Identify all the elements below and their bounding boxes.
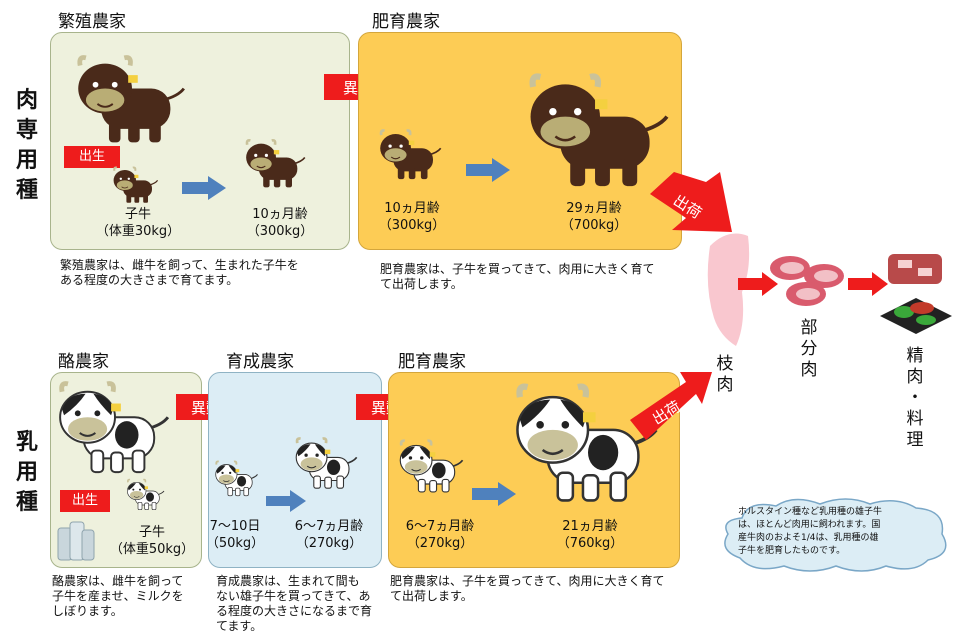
beef-10-month-label: 10ヵ月齢 （300kg） (246, 207, 314, 239)
blue-arrow-icon (466, 158, 510, 182)
carcass-label: 枝 肉 (716, 354, 734, 395)
rearing-start-label: 7～10日 （50kg） (205, 519, 265, 551)
rearing-grown-cow-icon (294, 436, 360, 492)
blue-arrow-icon (182, 176, 226, 200)
mother-holstein-cow-icon (56, 380, 174, 478)
dairy-fattening-farm-description: 肥育農家は、子牛を買ってきて、肉用に大きく育て て出荷します。 (390, 574, 665, 603)
dairy-fattening-start-label: 6～7ヵ月齢 （270kg） (405, 519, 475, 551)
beef-calf-icon (112, 166, 160, 206)
dairy-birth-badge: 出生 (60, 490, 110, 512)
cuts-label: 部 分 肉 (800, 318, 818, 380)
dairy-farm-description: 酪農家は、雌牛を飼って 子牛を産ませ、ミルクを しぼります。 (52, 574, 184, 618)
rearing-end-label: 6～7ヵ月齢 （270kg） (294, 519, 364, 551)
mother-brown-cow-icon (74, 54, 190, 150)
dairy-ship-arrow: 出荷 (630, 372, 712, 440)
beef-birth-badge: 出生 (64, 146, 120, 168)
dairy-fattening-end-label: 21ヵ月齢 （760kg） (556, 519, 624, 551)
red-arrow-icon (848, 272, 888, 296)
note-cloud-text: ホルスタイン種など乳用種の雄子牛 は、ほとんど肉用に飼われます。国 産牛肉のおよ… (738, 507, 883, 556)
retail-label: 精 肉 ・ 料 理 (906, 346, 924, 450)
beef-breeding-farm-description: 繁殖農家は、雌牛を飼って、生まれた子牛を ある程度の大きさまで育てます。 (60, 258, 299, 287)
dairy-calf-label: 子牛 （体重50kg） (109, 525, 195, 557)
dairy-farm-title: 酪農家 (58, 352, 109, 372)
beef-fattening-farm-title: 肥育農家 (372, 12, 440, 32)
blue-arrow-icon (266, 490, 306, 512)
beef-fattening-start-label: 10ヵ月齢 （300kg） (378, 201, 446, 233)
dairy-calf-icon (126, 478, 166, 512)
note-cloud-shape (724, 498, 947, 572)
beef-10-month-cow-icon (244, 138, 308, 192)
rearing-farm-title: 育成農家 (226, 352, 294, 372)
beef-fattening-end-label: 29ヵ月齢 （700kg） (560, 201, 628, 233)
dairy-fattening-start-cow-icon (398, 438, 466, 496)
beef-fattening-start-cow-icon (378, 128, 444, 184)
beef-breeding-farm-title: 繁殖農家 (58, 12, 126, 32)
retail-meat-dish-icon (880, 254, 952, 334)
carcass-icon (707, 233, 750, 346)
dairy-breed-label: 乳 用 種 (15, 430, 38, 515)
beef-ship-arrow: 出荷 (650, 172, 732, 232)
dairy-fattening-farm-title: 肥育農家 (398, 352, 466, 372)
red-arrow-icon (738, 272, 778, 296)
beef-calf-label: 子牛 （体重30kg） (95, 207, 181, 239)
rearing-calf-icon (214, 460, 260, 498)
rearing-farm-description: 育成農家は、生まれて間も ない雄子牛を買ってきて、あ る程度の大きさになるまで育… (216, 574, 373, 633)
beef-breed-label: 肉 専 用 種 (15, 88, 38, 203)
beef-fattening-farm-description: 肥育農家は、子牛を買ってきて、肉用に大きく育て て出荷します。 (380, 262, 655, 291)
cut-meat-icon (770, 256, 844, 306)
milk-cans-icon (57, 521, 95, 561)
blue-arrow-icon (472, 482, 516, 506)
